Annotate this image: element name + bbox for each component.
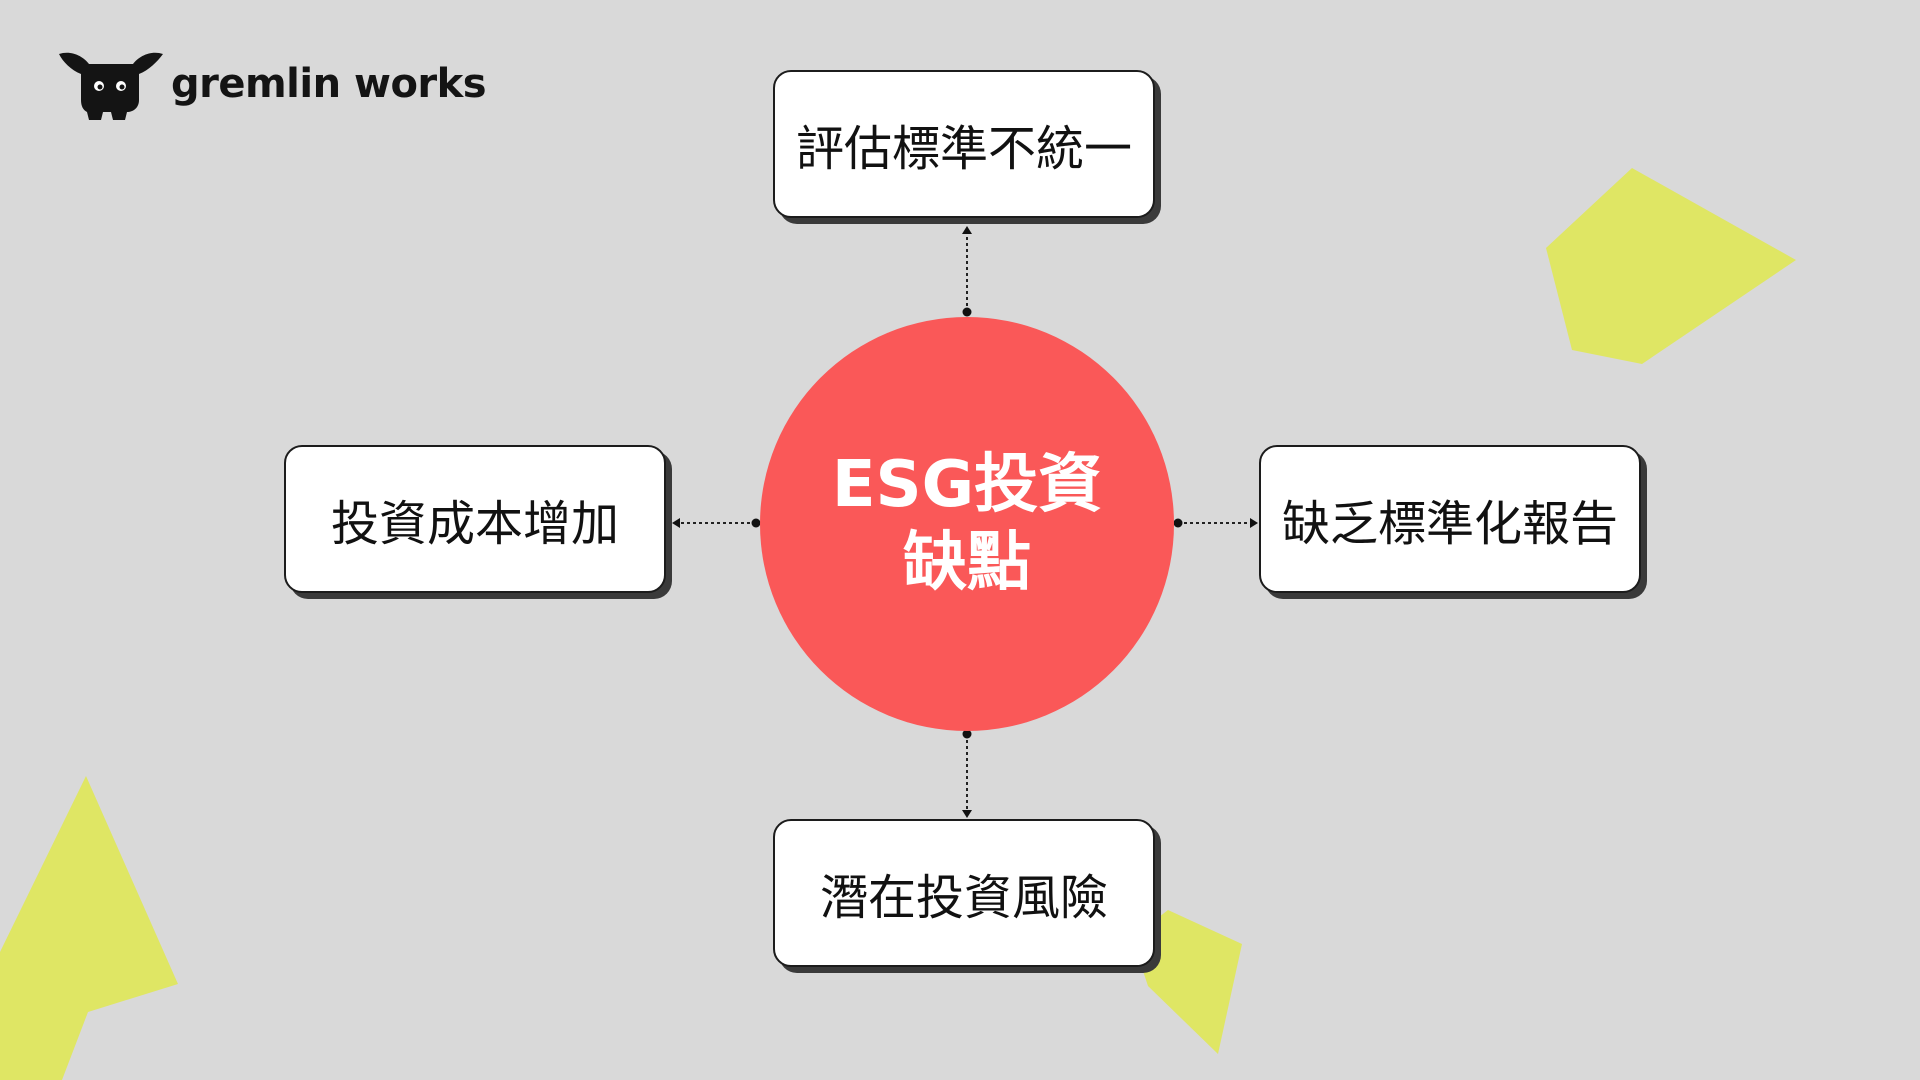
brand-name: gremlin works [171,61,487,107]
connector-top [962,226,972,317]
node-right-label: 缺乏標準化報告 [1281,496,1618,552]
node-right: 缺乏標準化報告 [1259,445,1641,593]
node-top: 評估標準不統一 [773,70,1155,218]
center-title-line2: 缺點 [903,526,1031,600]
node-left-label: 投資成本增加 [330,496,619,552]
node-left: 投資成本增加 [284,445,666,593]
node-bottom-label: 潛在投資風險 [819,870,1108,926]
gremlin-mascot-icon [59,52,163,120]
connector-right [1173,518,1258,528]
center-title-line1: ESG投資 [831,448,1103,522]
accent-shape-bottom-center [1132,910,1242,1054]
node-bottom: 潛在投資風險 [773,819,1155,967]
node-top-label: 評估標準不統一 [795,121,1132,177]
brand-logo: gremlin works [55,48,487,120]
center-topic-circle: ESG投資 缺點 [760,317,1174,731]
accent-shape-bottom-left [0,776,178,1080]
connector-bottom [962,729,972,818]
connector-left [672,518,761,528]
accent-shape-top-right [1546,168,1796,364]
